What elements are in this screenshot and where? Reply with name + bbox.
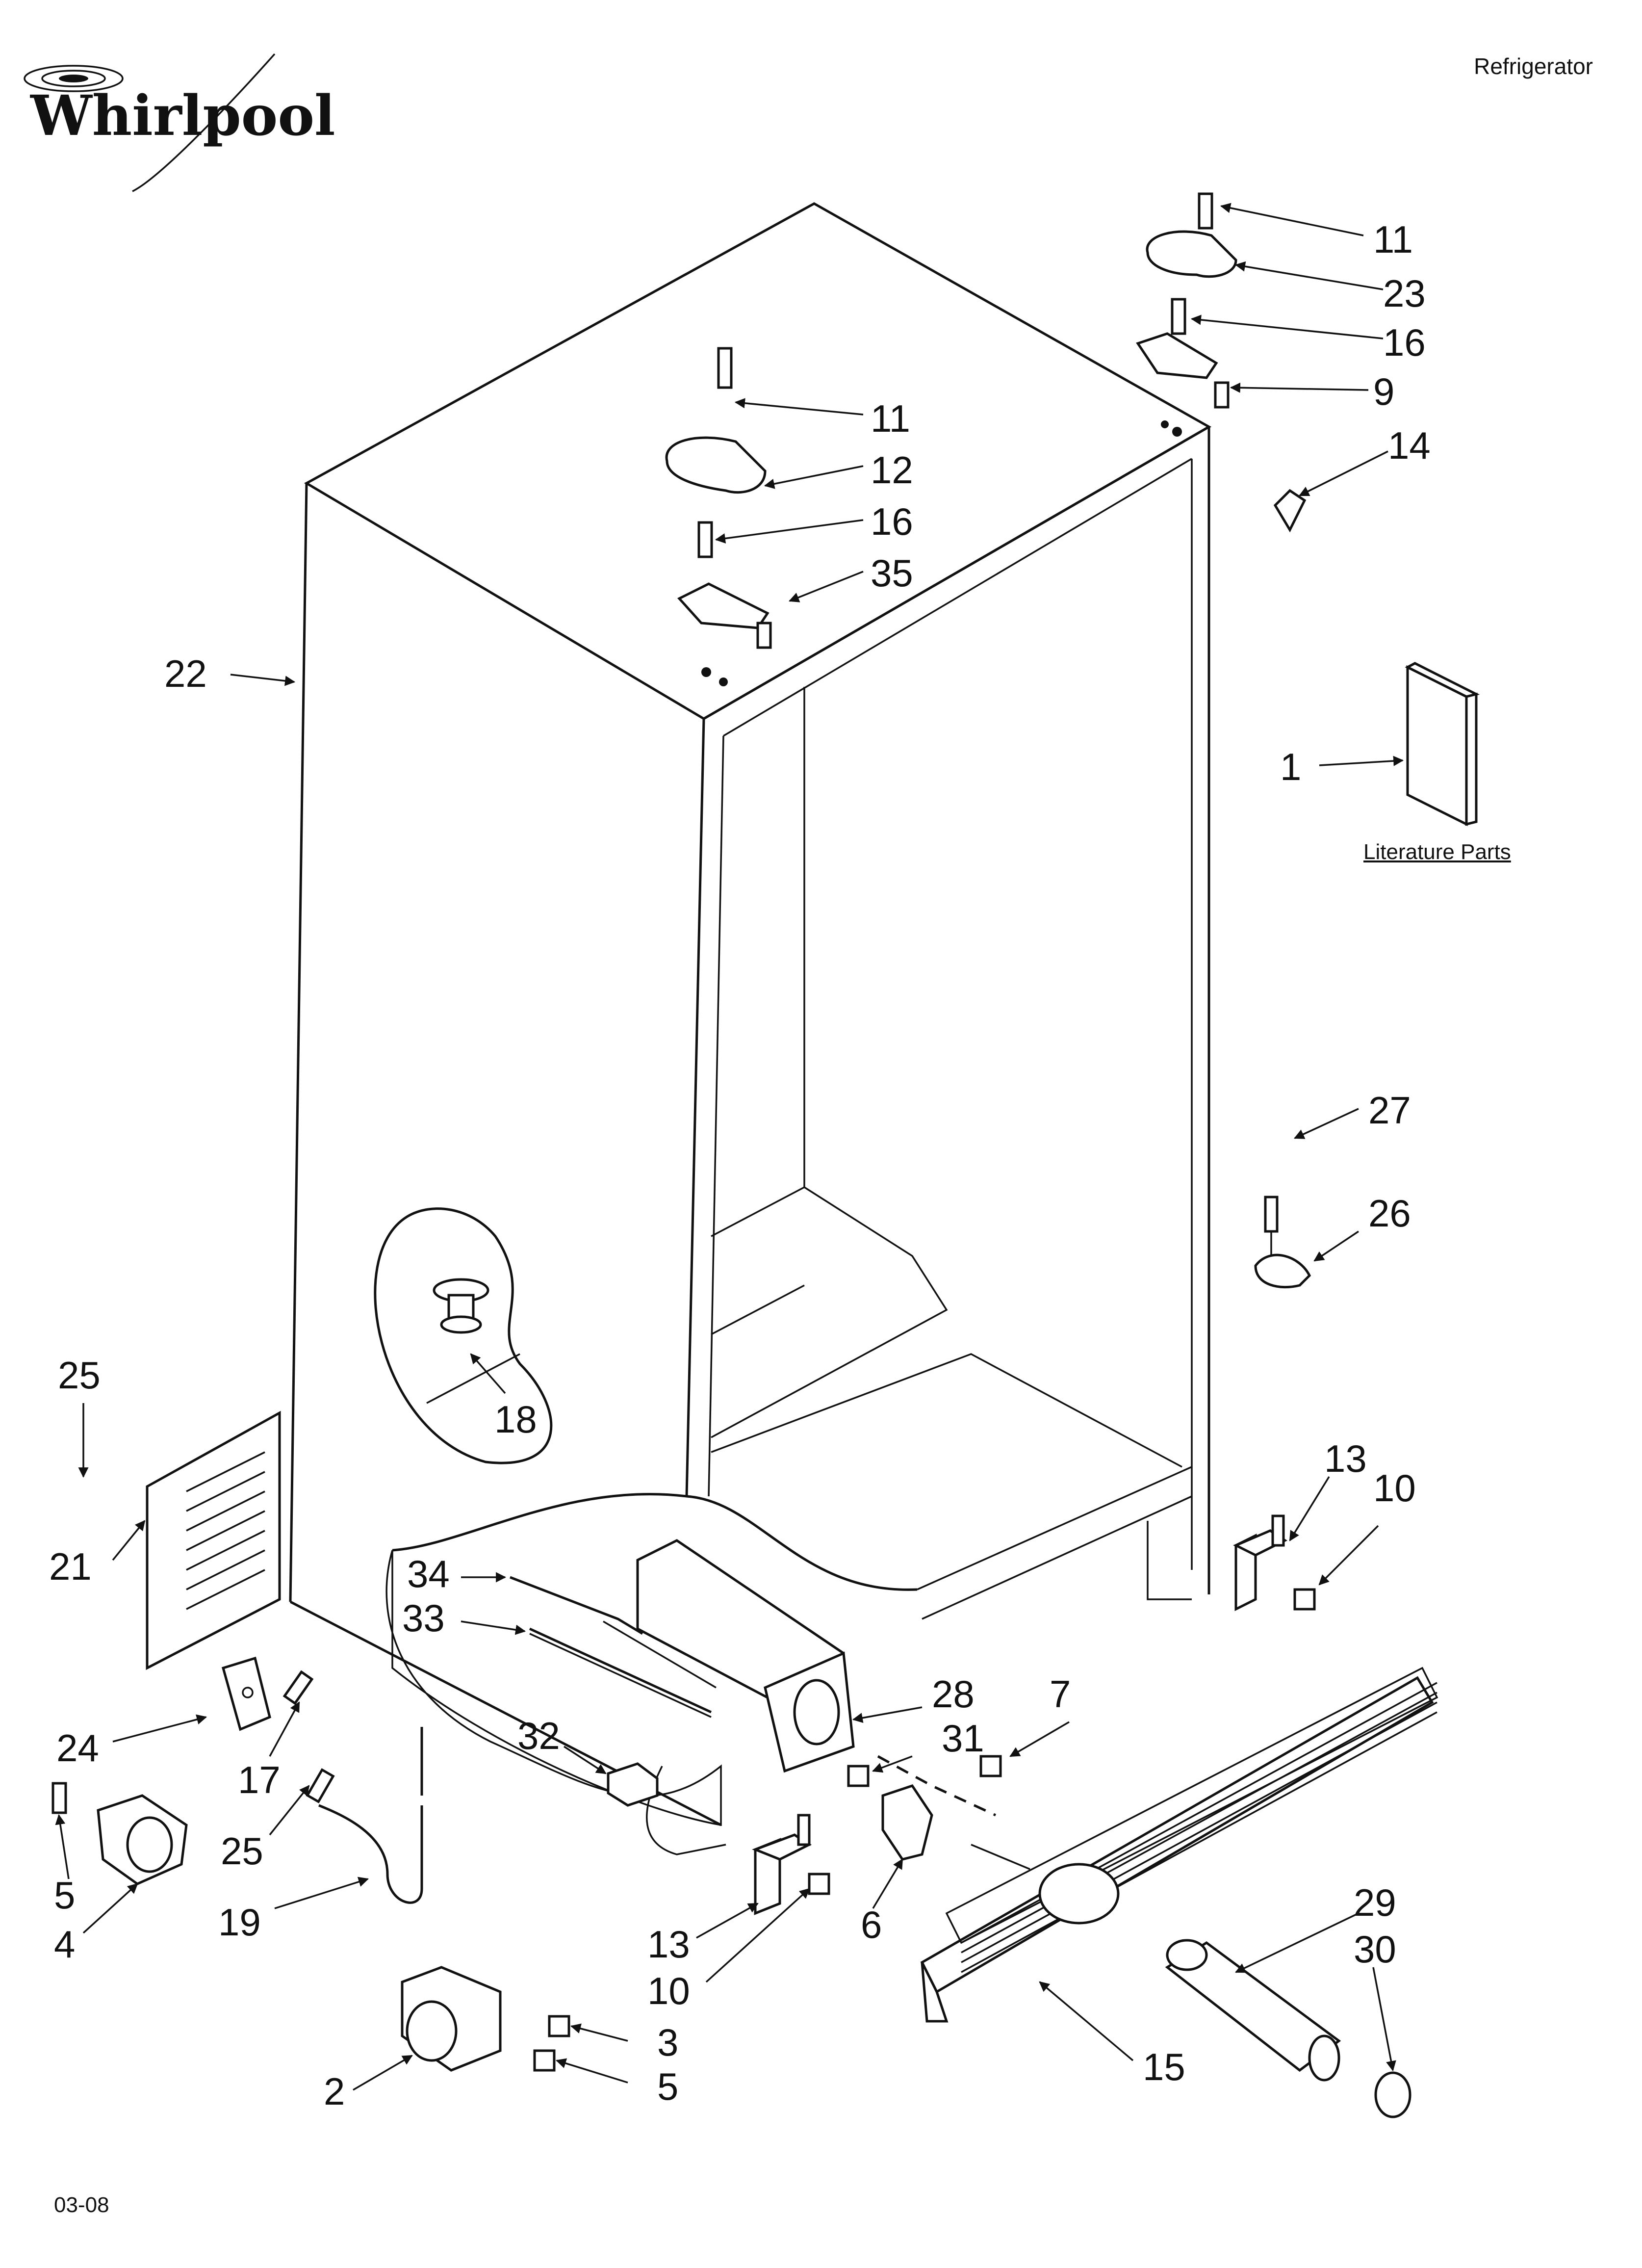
callout-17: 17 — [238, 1758, 281, 1801]
callout-24: 24 — [56, 1726, 99, 1770]
callout-19: 19 — [218, 1901, 261, 1944]
callout-7: 7 — [1050, 1672, 1071, 1716]
whirlpool-logo: Whirlpool — [24, 53, 335, 192]
callout-11: 11 — [871, 397, 910, 440]
callout-11: 11 — [1373, 218, 1413, 261]
callout-13: 13 — [647, 1923, 690, 1966]
front-roller-right — [401, 1966, 570, 2072]
callout-34: 34 — [407, 1552, 450, 1595]
leader-lines — [55, 203, 1404, 2091]
callout-12: 12 — [871, 448, 913, 492]
bumper-part — [607, 1762, 659, 1807]
callout-31: 31 — [942, 1717, 984, 1760]
callout-28: 28 — [932, 1672, 975, 1716]
cabinet-shell — [289, 202, 1212, 1826]
callout-33: 33 — [402, 1596, 445, 1640]
callout-1: 1 — [1280, 745, 1301, 788]
callout-16: 16 — [871, 500, 913, 543]
callout-3: 3 — [657, 2021, 678, 2064]
callout-10: 10 — [647, 1969, 690, 2012]
callout-23: 23 — [1383, 272, 1426, 315]
callout-26: 26 — [1368, 1192, 1411, 1235]
callout-13: 13 — [1324, 1437, 1367, 1480]
callout-22: 22 — [164, 652, 207, 695]
callout-29: 29 — [1354, 1881, 1396, 1924]
callout-18: 18 — [494, 1398, 537, 1441]
callout-21: 21 — [49, 1545, 92, 1588]
diagram-category: Refrigerator — [1474, 53, 1593, 79]
callout-9: 9 — [1373, 370, 1394, 413]
callout-5: 5 — [54, 1874, 75, 1917]
callout-14: 14 — [1388, 424, 1431, 467]
literature-book — [1405, 662, 1480, 827]
base-grille — [920, 1667, 1438, 2023]
water-tube-assembly — [510, 1539, 855, 1773]
callout-30: 30 — [1354, 1928, 1396, 1971]
lower-hinge-bracket — [221, 1656, 314, 1731]
center-bracket-parts — [752, 1755, 1030, 1915]
drain-tube — [306, 1727, 423, 1904]
callout-10: 10 — [1373, 1466, 1416, 1510]
callout-15: 15 — [1143, 2045, 1185, 2088]
callout-25: 25 — [221, 1829, 263, 1873]
brand-wordmark: Whirlpool — [30, 84, 335, 148]
back-grille — [146, 1410, 281, 1670]
footer-code: 03-08 — [54, 2193, 109, 2217]
leveling-leg-closeup — [374, 1207, 553, 1464]
right-side-parts — [1233, 1196, 1316, 1612]
callout-6: 6 — [861, 1903, 882, 1946]
callout-25: 25 — [58, 1354, 101, 1397]
callout-labels: 11 23 16 9 14 11 12 16 35 22 1 27 26 25 … — [49, 218, 1431, 2113]
callout-2: 2 — [324, 2070, 345, 2113]
callout-16: 16 — [1383, 321, 1426, 364]
callout-35: 35 — [871, 551, 913, 595]
callout-32: 32 — [517, 1714, 560, 1757]
front-roller-left — [51, 1782, 188, 1885]
top-hinge-parts — [665, 192, 1307, 686]
literature-parts-label: Literature Parts — [1363, 840, 1511, 864]
callout-4: 4 — [54, 1923, 75, 1966]
callout-27: 27 — [1368, 1089, 1411, 1132]
callout-5: 5 — [657, 2065, 678, 2108]
water-filter — [1165, 1939, 1411, 2118]
